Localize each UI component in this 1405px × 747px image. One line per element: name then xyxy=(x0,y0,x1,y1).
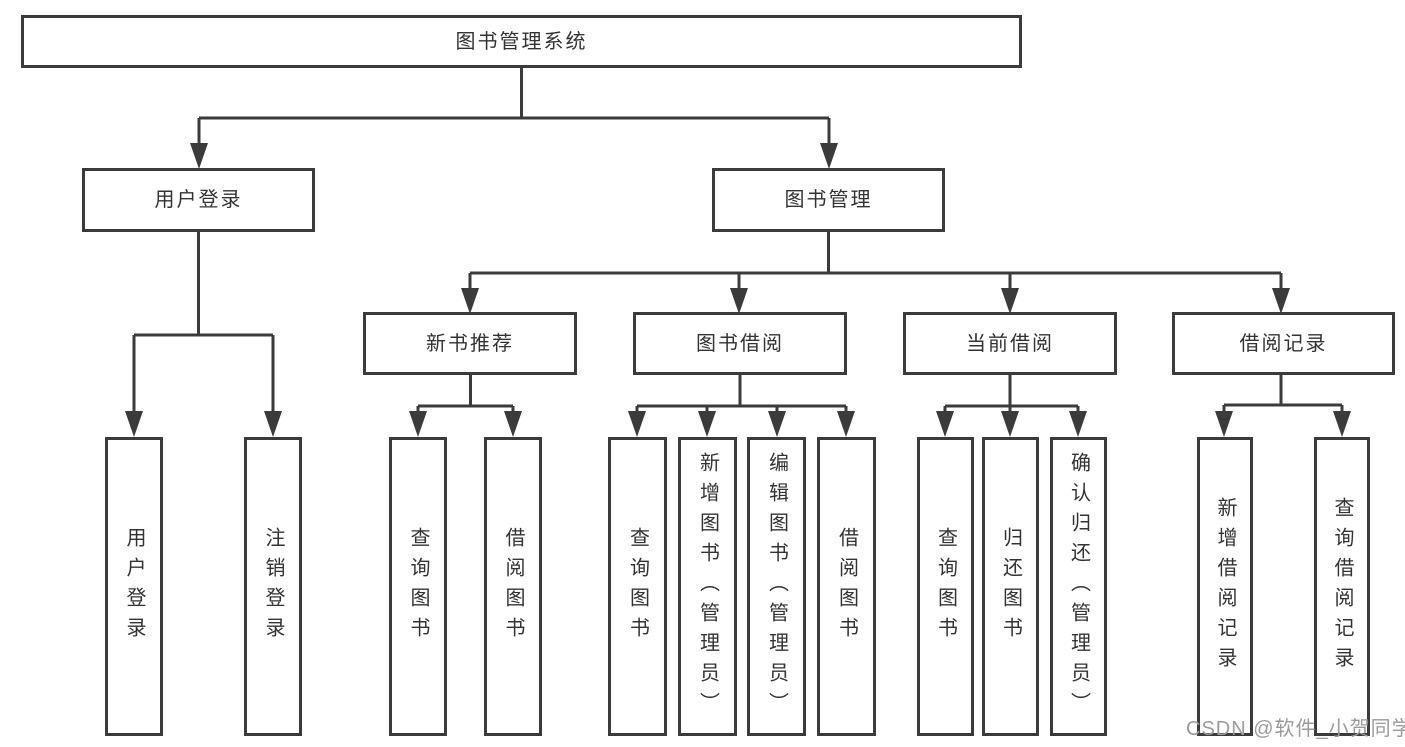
connector-book-management-to-level3 xyxy=(468,232,1283,295)
node-book-borrowing: 图书借阅 xyxy=(633,312,847,375)
arrow-down-icon xyxy=(820,143,838,169)
arrow-down-icon xyxy=(1333,411,1351,437)
leaf-edit-book-admin: 编辑图书（管理员） xyxy=(747,437,806,736)
arrow-down-icon xyxy=(837,411,855,437)
arrow-down-icons xyxy=(125,143,1351,437)
arrow-down-icon xyxy=(190,143,208,169)
arrow-down-icon xyxy=(1272,288,1290,314)
leaf-user-login: 用户登录 xyxy=(105,437,163,736)
node-borrow-records: 借阅记录 xyxy=(1172,312,1395,375)
node-new-book-recommendation: 新书推荐 xyxy=(363,312,577,375)
arrow-down-icon xyxy=(461,288,479,314)
arrow-down-icon xyxy=(409,411,427,437)
arrow-down-icon xyxy=(936,411,954,437)
connector-user-login-to-leaves xyxy=(132,232,275,420)
arrow-down-icon xyxy=(1215,411,1233,437)
leaf-query-books: 查询图书 xyxy=(608,437,667,736)
node-user-login: 用户登录 xyxy=(82,168,315,232)
arrow-down-icon xyxy=(504,411,522,437)
connector-new-book-rec-to-leaves xyxy=(416,375,515,416)
watermark-text: CSDN @软件_小贺同学 xyxy=(1186,718,1405,740)
leaf-borrow-books: 借阅图书 xyxy=(817,437,876,736)
arrow-down-icon xyxy=(264,411,282,437)
arrow-down-icon xyxy=(730,288,748,314)
connector-paths xyxy=(132,68,1344,420)
arrow-down-icon xyxy=(1001,411,1019,437)
connector-current-borrowing-to-leaves xyxy=(943,375,1080,416)
connector-root-to-level2 xyxy=(197,68,831,150)
node-library-management-system: 图书管理系统 xyxy=(21,15,1022,68)
leaf-confirm-return-admin: 确认归还（管理员） xyxy=(1050,437,1107,736)
leaf-query-books: 查询图书 xyxy=(917,437,974,736)
leaf-add-borrow-record: 新增借阅记录 xyxy=(1197,437,1253,736)
arrow-down-icon xyxy=(1069,411,1087,437)
arrow-down-icon xyxy=(628,411,646,437)
connector-book-borrowing-to-leaves xyxy=(635,375,848,416)
leaf-add-book-admin: 新增图书（管理员） xyxy=(678,437,737,736)
node-book-management: 图书管理 xyxy=(712,168,945,232)
leaf-logout: 注销登录 xyxy=(244,437,302,736)
leaf-query-borrow-record: 查询借阅记录 xyxy=(1314,437,1370,736)
arrow-down-icon xyxy=(125,411,143,437)
arrow-down-icon xyxy=(1001,288,1019,314)
node-current-borrowing: 当前借阅 xyxy=(903,312,1117,375)
leaf-query-books: 查询图书 xyxy=(389,437,447,736)
leaf-return-books: 归还图书 xyxy=(982,437,1039,736)
connector-borrow-records-to-leaves xyxy=(1222,375,1344,416)
leaf-borrow-books: 借阅图书 xyxy=(484,437,542,736)
arrow-down-icon xyxy=(768,411,786,437)
arrow-down-icon xyxy=(698,411,716,437)
